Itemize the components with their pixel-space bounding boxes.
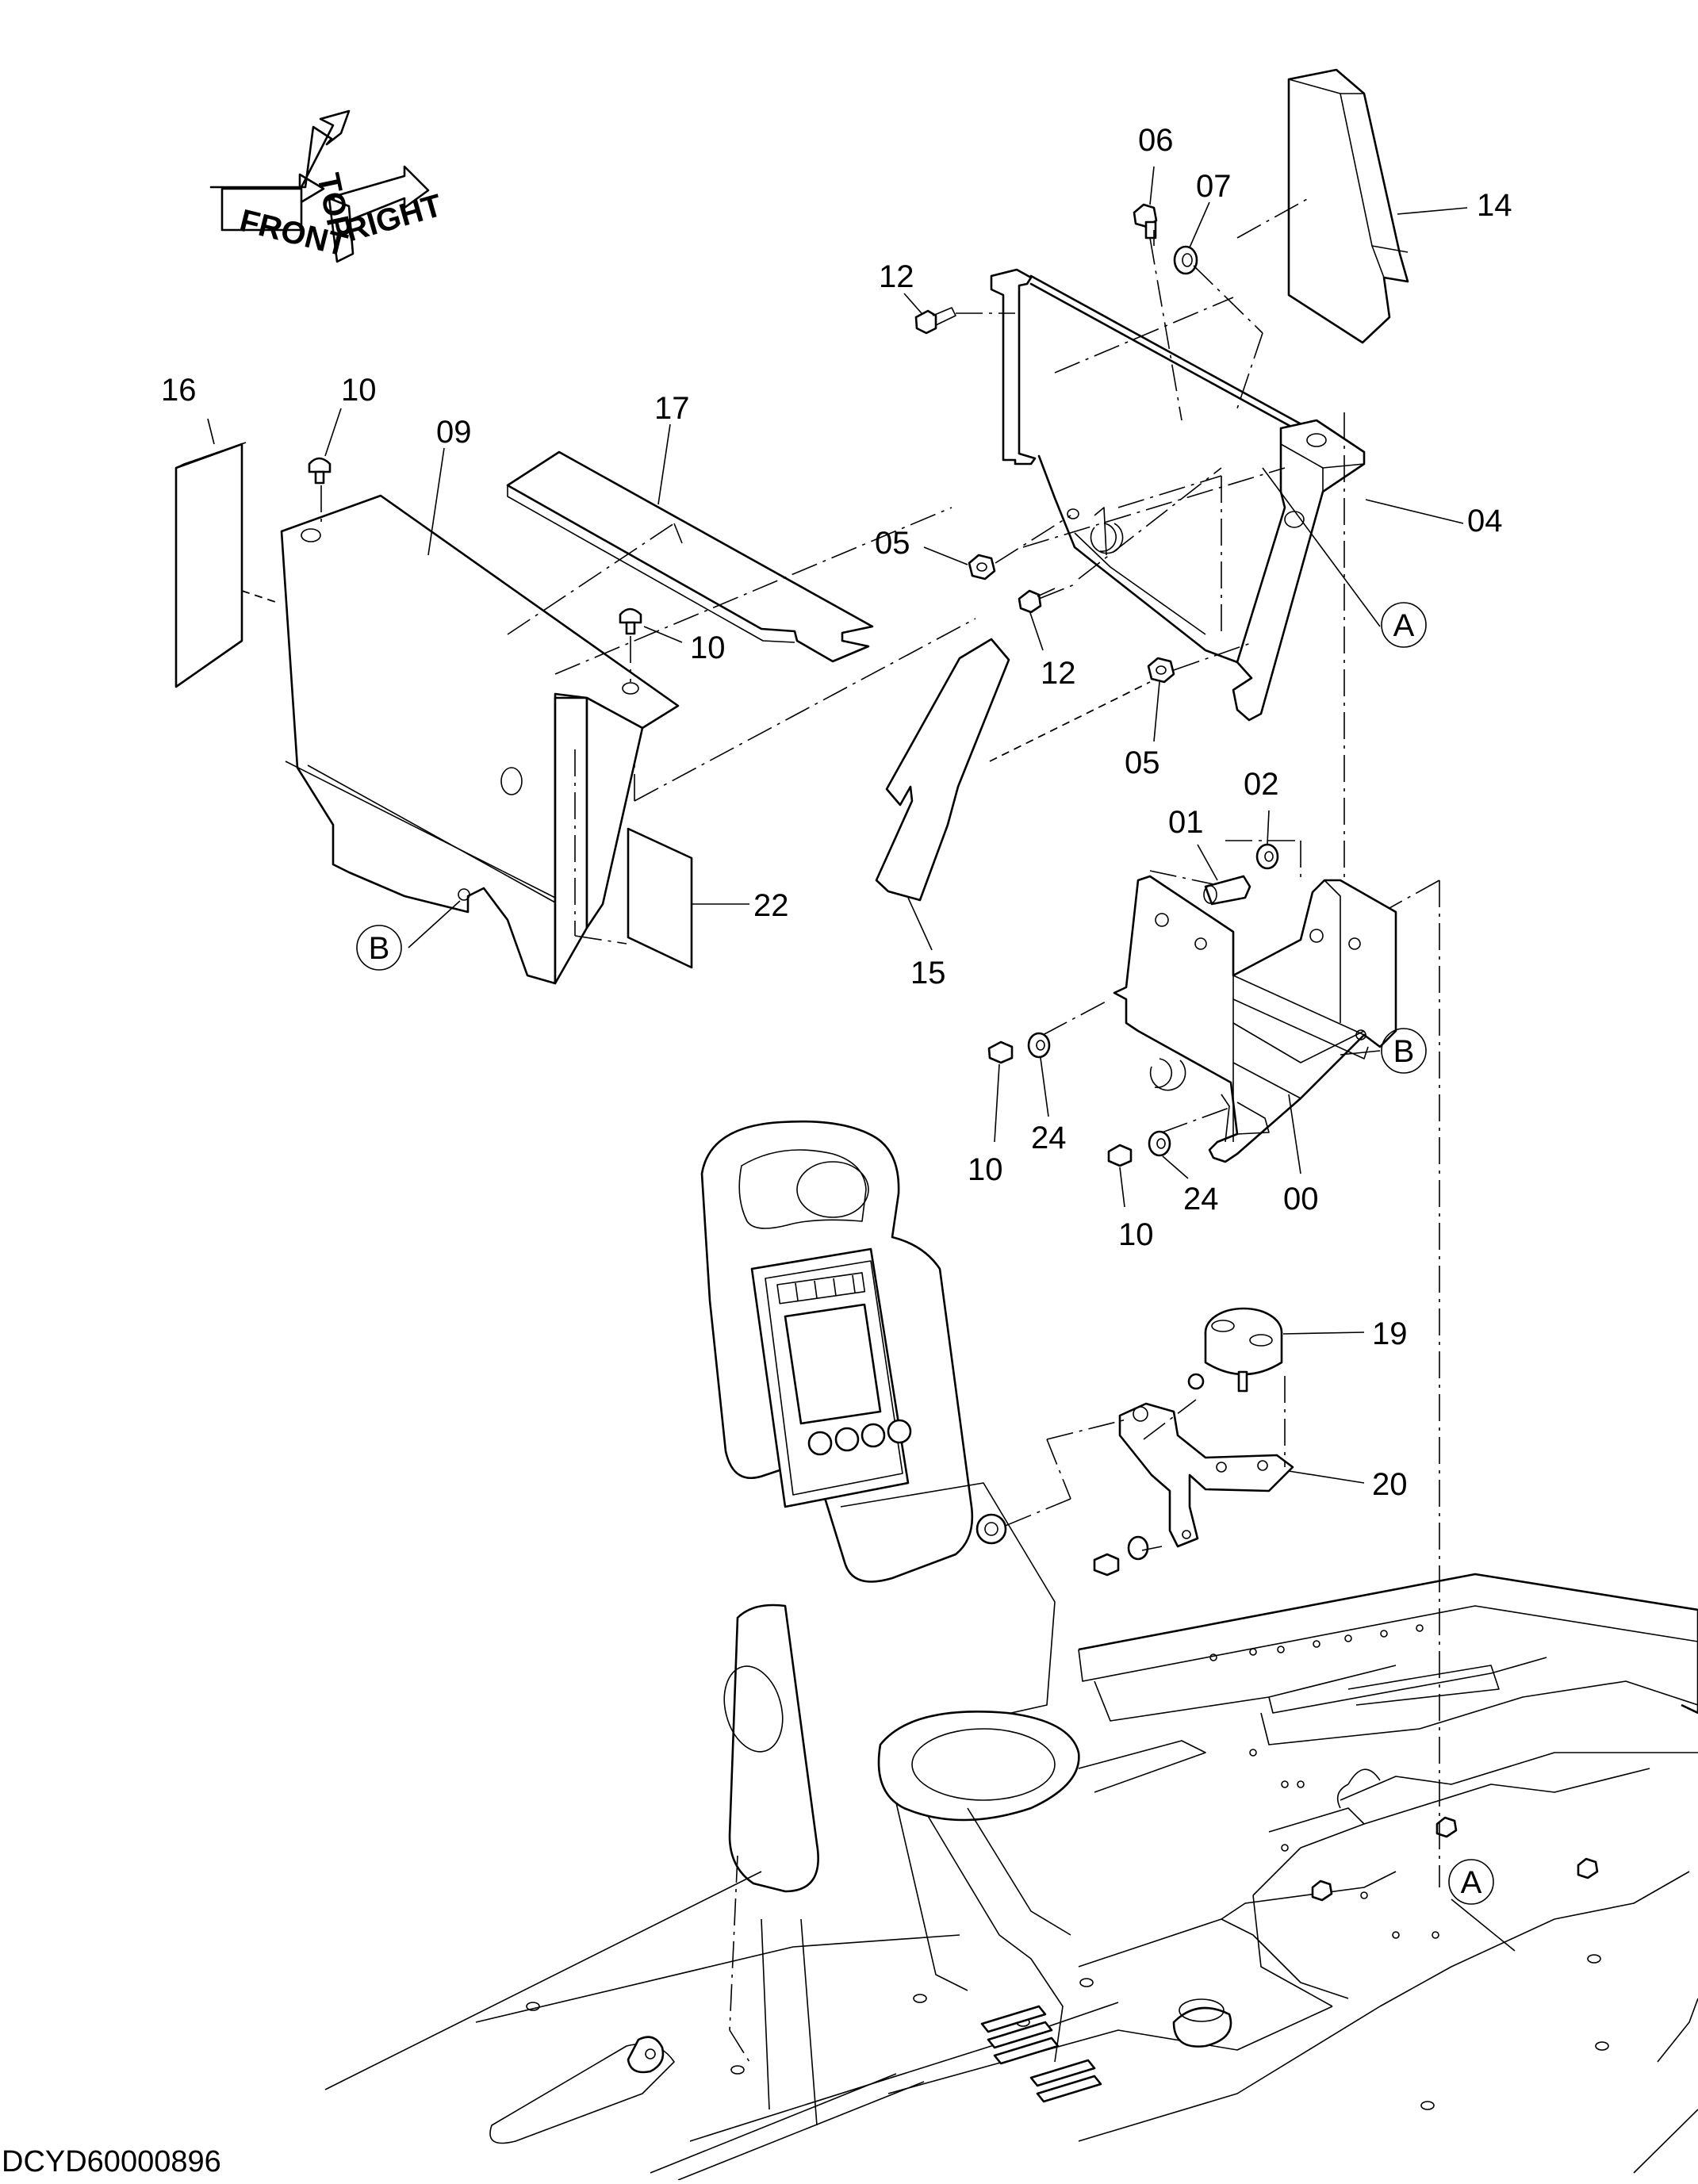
fastener-02-washer: [1255, 843, 1279, 870]
label-part-20: 20: [1372, 1467, 1408, 1502]
label-part-17: 17: [654, 391, 690, 426]
rear-frame: [1078, 1573, 1698, 2174]
label-part-16: 16: [161, 373, 197, 408]
floor-vent-slots: [980, 2005, 1102, 2103]
part-22-pad: [627, 827, 693, 969]
monitor-console: [700, 1120, 1056, 2126]
fastener-12-bolt-upper: [914, 307, 956, 335]
label-part-00: 00: [1283, 1182, 1319, 1217]
fastener-10-bolt-stand-upper: [987, 1040, 1014, 1064]
fastener-05-nut-upper: [968, 554, 996, 580]
label-part-07: 07: [1196, 169, 1232, 204]
label-part-12-lower: 12: [1041, 656, 1076, 691]
callout-a-lower: A: [1448, 1859, 1494, 1905]
label-part-24-upper: 24: [1031, 1121, 1067, 1155]
callout-a-upper-label: A: [1393, 608, 1415, 643]
label-part-24-lower: 24: [1183, 1182, 1219, 1217]
label-part-10-cover-lower: 10: [690, 630, 726, 665]
callout-b-left-label: B: [369, 931, 390, 966]
part-09-cover: [280, 494, 680, 985]
label-part-05-lower: 05: [1125, 745, 1160, 780]
fastener-07-washer: [1173, 245, 1198, 275]
leader-lines: [324, 166, 1516, 1952]
callout-a-lower-label: A: [1461, 1865, 1482, 1900]
label-part-06: 06: [1138, 123, 1174, 158]
orientation-indicator: FRONT TOP RIGHT: [209, 109, 446, 263]
part-00-stand: [1113, 875, 1397, 1163]
floor-deck: [324, 1871, 1690, 2181]
fastener-05-nut-lower: [1147, 657, 1175, 684]
label-part-12-upper: 12: [879, 259, 914, 294]
fastener-06-bolt: [1133, 203, 1158, 239]
label-part-04: 04: [1467, 504, 1503, 538]
fastener-12-bolt-lower: [1018, 588, 1056, 614]
label-part-15: 15: [910, 956, 946, 990]
label-part-10-stand-upper: 10: [968, 1152, 1003, 1187]
part-16-pad: [174, 418, 278, 688]
callout-a-upper: A: [1381, 602, 1427, 648]
label-part-01: 01: [1168, 805, 1204, 840]
label-part-22: 22: [753, 888, 789, 923]
document-code: DCYD60000896: [2, 2145, 221, 2178]
part-04-frame: [990, 268, 1366, 722]
label-part-10-stand-lower: 10: [1118, 1217, 1154, 1252]
part-number-labels: 06 07 14 12 16 10 17 09 04 05 10 12 05 0…: [161, 123, 1512, 1502]
part-20-plate: [1118, 1402, 1294, 1548]
seat-support: [877, 1711, 1206, 2063]
callout-b-right-label: B: [1393, 1034, 1415, 1069]
fastener-01-bolt: [1203, 875, 1251, 906]
callout-b-left: B: [356, 925, 402, 971]
fastener-10-bolt-cover-lower: [619, 607, 642, 635]
label-part-14: 14: [1477, 188, 1512, 223]
fastener-24-washer-lower: [1148, 1130, 1171, 1157]
label-part-10-cover-upper: 10: [341, 373, 377, 408]
label-part-05-upper: 05: [875, 526, 910, 561]
fastener-24-washer-upper: [1027, 1032, 1051, 1059]
part-19-sensor: [1204, 1307, 1283, 1393]
fastener-bolt-plate: [1093, 1373, 1205, 1577]
part-15-bracket: [875, 638, 1151, 902]
callout-b-right: B: [1381, 1028, 1427, 1074]
assembly-center-lines: [320, 197, 1440, 2063]
label-part-09: 09: [436, 415, 472, 450]
label-part-19: 19: [1372, 1316, 1408, 1351]
fastener-10-bolt-stand-lower: [1107, 1144, 1133, 1167]
label-part-02: 02: [1244, 767, 1279, 802]
part-14-pad: [1287, 68, 1409, 344]
fastener-10-bolt-cover-upper: [308, 457, 332, 485]
part-17-strip: [506, 450, 874, 663]
